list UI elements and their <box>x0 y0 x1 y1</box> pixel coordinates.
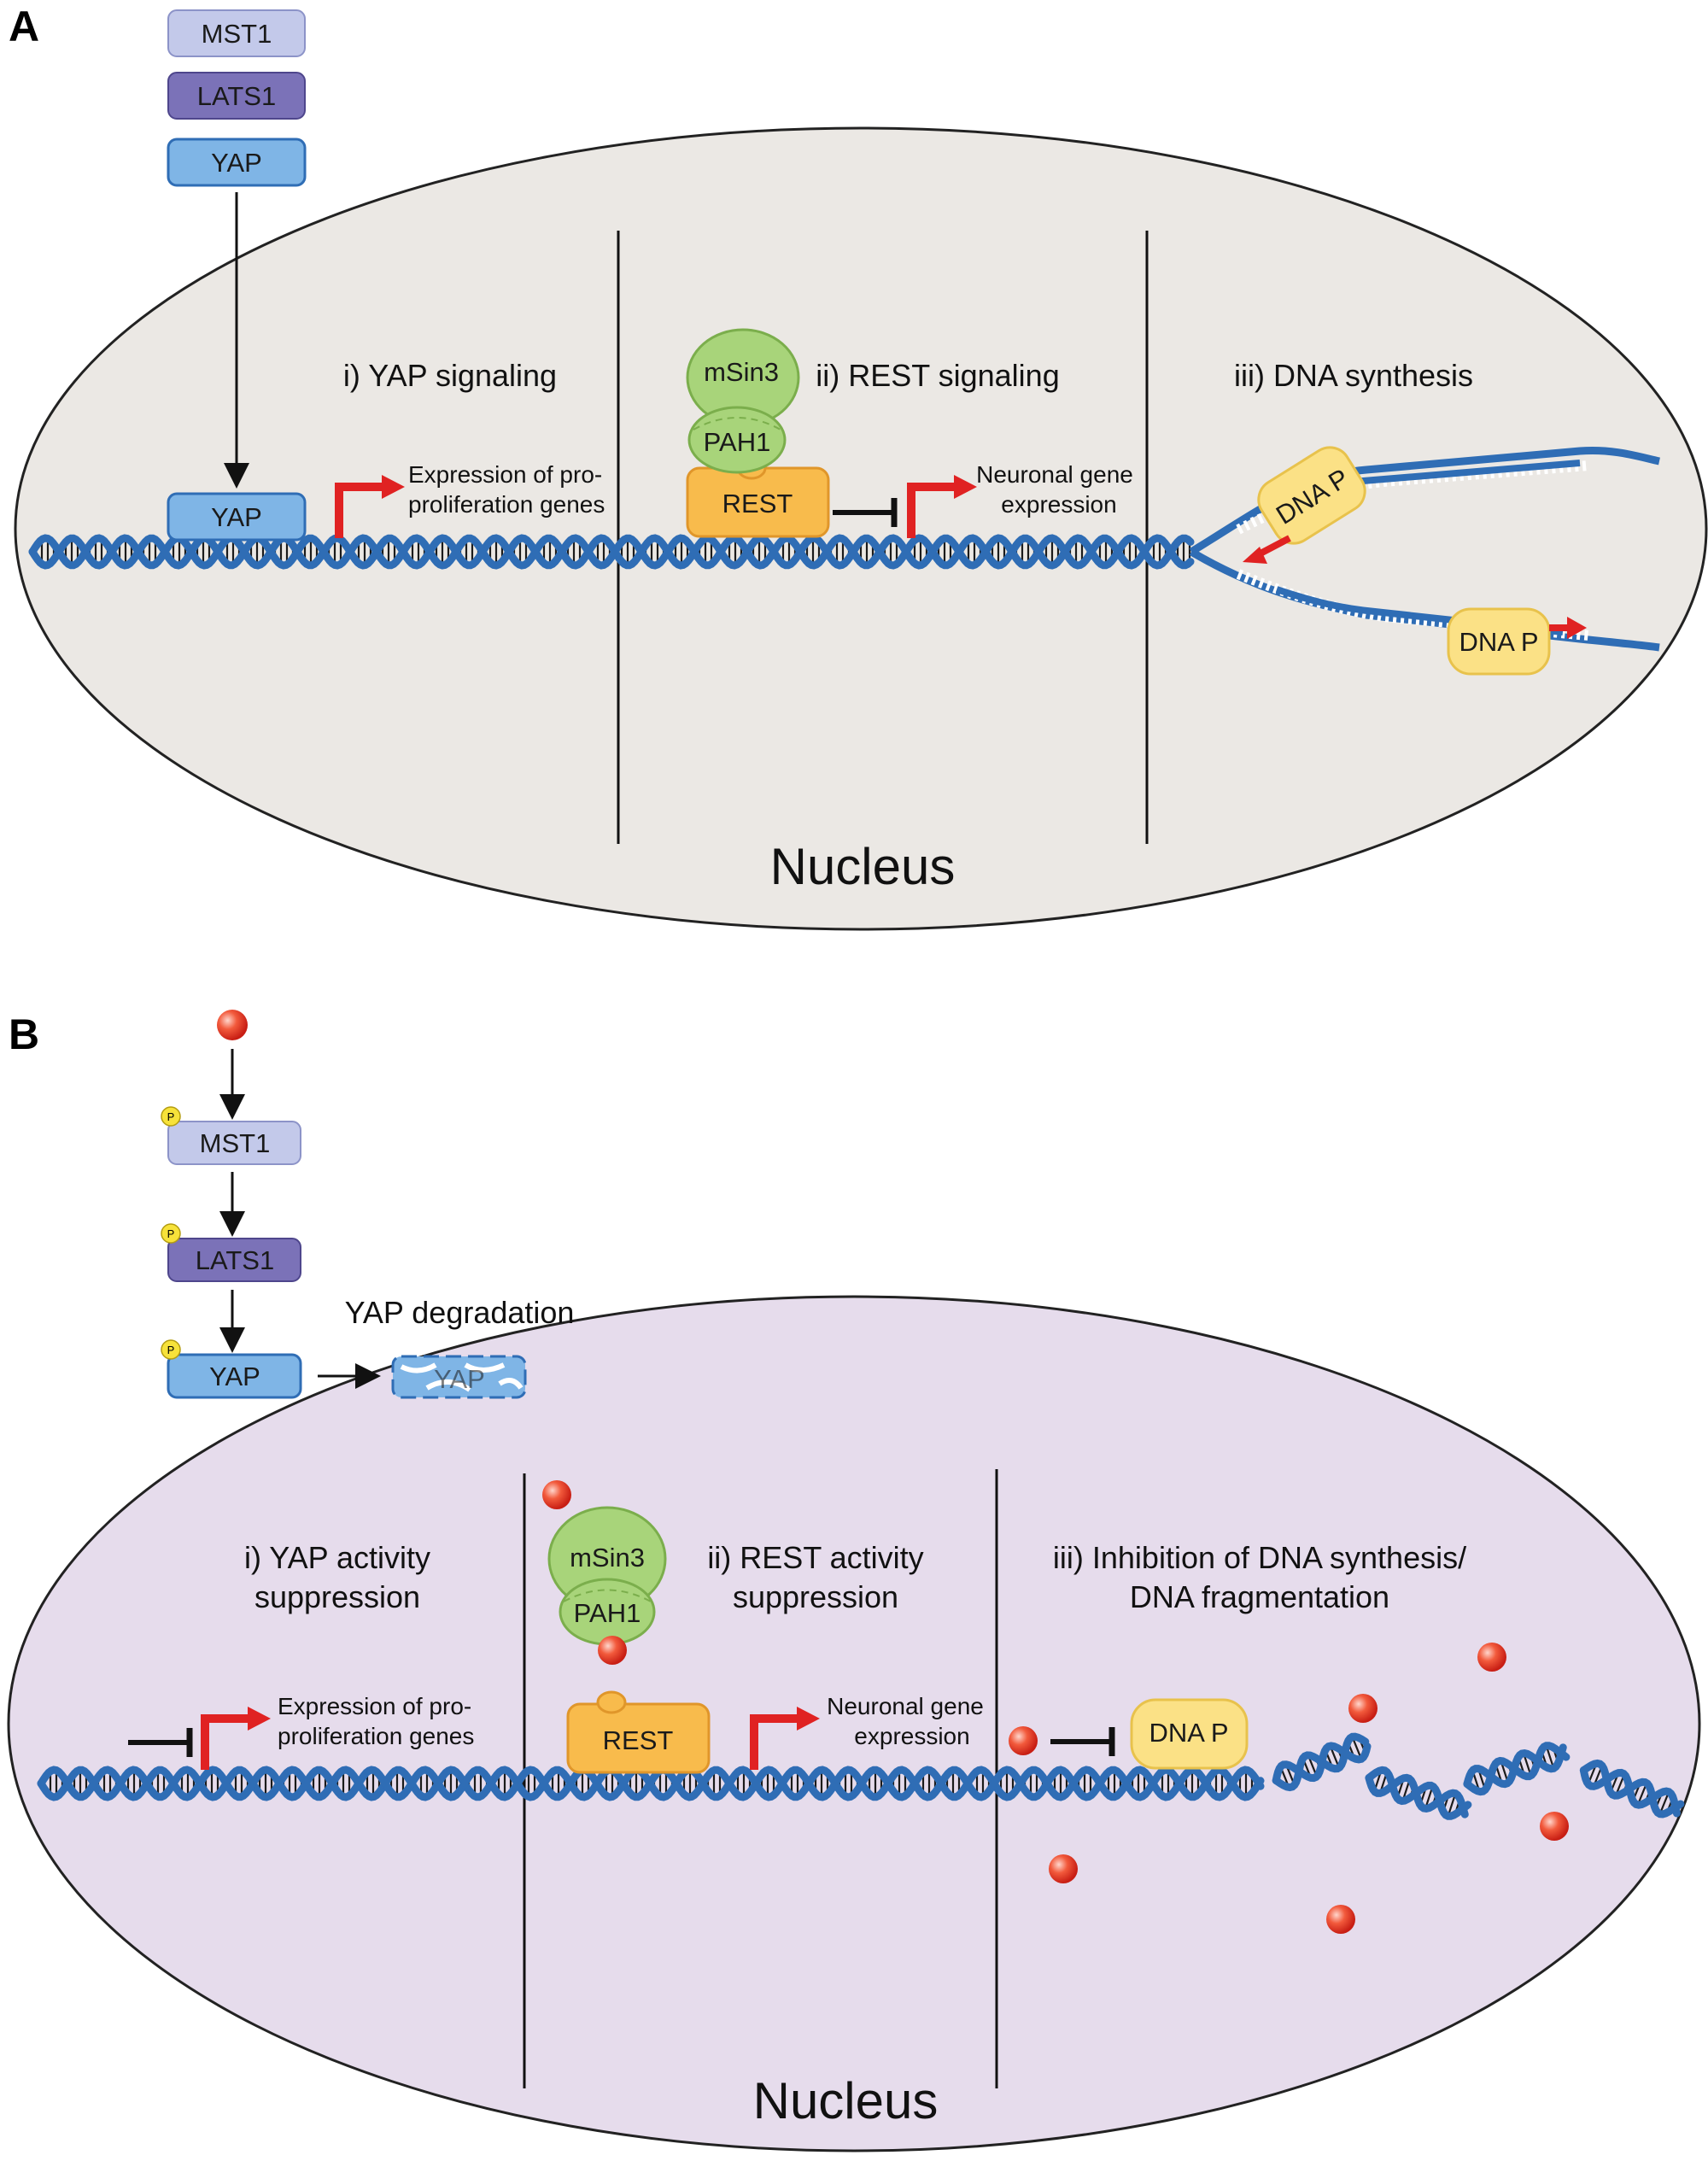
dna-backbone <box>37 1766 1265 1801</box>
expr-prolif-line2-a: proliferation genes <box>408 491 605 518</box>
nucleus-label-a: Nucleus <box>770 838 956 895</box>
ros-particle <box>598 1636 627 1665</box>
dna-backbone <box>1579 1759 1685 1819</box>
yap-label-top-a: YAP <box>211 148 262 178</box>
dna-backbone <box>28 534 1195 570</box>
mst1-box-a: MST1 <box>167 9 306 57</box>
base-pair <box>1546 1747 1554 1767</box>
expr-prolif-line1-b: Expression of pro- <box>278 1693 471 1719</box>
base-pair <box>1448 1795 1456 1815</box>
dna-polymerase-a-2: DNA P <box>1447 607 1551 676</box>
yap-label-b: YAP <box>209 1362 260 1391</box>
rest-complex-a: mSin3 PAH1 REST <box>686 328 830 538</box>
pah1-a <box>687 406 787 474</box>
degraded-yap-label: YAP <box>434 1364 485 1394</box>
panel-letter-b: B <box>9 1010 39 1058</box>
svg-text:P: P <box>167 1110 175 1123</box>
dna-helix-b <box>37 1766 1265 1801</box>
ros-particle <box>1049 1854 1078 1883</box>
neuronal-expr-line2-b: expression <box>854 1723 969 1749</box>
ros-particle <box>1348 1694 1378 1723</box>
base-pair <box>1330 1747 1340 1767</box>
msin3-label-a: mSin3 <box>704 357 779 387</box>
section-title-yap-signaling: i) YAP signaling <box>343 358 557 393</box>
mst1-box-b: MST1 <box>167 1121 301 1165</box>
dna-fragment <box>1272 1732 1372 1792</box>
dnap-label-b: DNA P <box>1149 1718 1228 1748</box>
panel-b: B MST1 P LATS1 P YAP P <box>7 1010 1701 2152</box>
msin3-label-b: mSin3 <box>570 1543 645 1573</box>
lats1-box-a: LATS1 <box>167 72 306 120</box>
lats1-label-b: LATS1 <box>196 1245 274 1275</box>
section-title-rest-suppression-2: suppression <box>733 1579 898 1614</box>
nucleus-label-b: Nucleus <box>753 2072 939 2129</box>
rest-label-a: REST <box>722 489 793 518</box>
phospho-badge-yap: P <box>161 1339 181 1360</box>
nucleus-a <box>14 126 1708 931</box>
panel-a: A MST1 LATS1 YAP i) YAP signaling ii) RE… <box>9 3 1708 931</box>
degraded-yap: YAP <box>391 1355 527 1399</box>
polymerase-direction-arrow-a-1 <box>1255 535 1291 559</box>
yap-box-dna-a: YAP <box>167 492 307 542</box>
section-title-yap-suppression-2: suppression <box>254 1579 420 1614</box>
rest-box-b: REST <box>566 1690 711 1774</box>
dna-fragment <box>1365 1766 1472 1820</box>
ros-particle <box>542 1480 571 1509</box>
ros-particle-top <box>217 1010 248 1040</box>
mst1-label-b: MST1 <box>200 1128 271 1158</box>
dna-backbone <box>1272 1742 1372 1785</box>
section-title-rest-signaling: ii) REST signaling <box>816 358 1059 393</box>
base-pair <box>1659 1793 1670 1813</box>
section-title-rest-suppression-1: ii) REST activity <box>707 1540 923 1575</box>
dna-fragments <box>1272 1732 1685 1820</box>
mst1-label-a: MST1 <box>202 19 272 49</box>
msin3-pah1-complex-b: mSin3 PAH1 <box>547 1506 667 1646</box>
base-pair <box>1615 1775 1625 1795</box>
pah1-label-a: PAH1 <box>704 427 771 457</box>
base-pair <box>1500 1762 1509 1782</box>
ros-particle <box>1477 1643 1506 1672</box>
neuronal-expr-line1-b: Neuronal gene <box>827 1693 984 1719</box>
dnap-label-a-2: DNA P <box>1459 627 1538 657</box>
base-pair <box>1352 1737 1362 1758</box>
section-title-yap-suppression-1: i) YAP activity <box>244 1540 430 1575</box>
rest-label-b: REST <box>603 1725 674 1755</box>
dna-fragment <box>1579 1759 1685 1819</box>
lats1-box-b: LATS1 <box>167 1238 301 1282</box>
ros-particle <box>1009 1726 1038 1755</box>
yap-degradation-label: YAP degradation <box>345 1295 575 1330</box>
dna-polymerase-a-1: DNA P <box>1257 446 1366 545</box>
neuronal-expr-line1-a: Neuronal gene <box>976 461 1133 488</box>
ros-particle <box>1540 1812 1569 1841</box>
dna-fragment <box>1463 1742 1571 1796</box>
dna-backbone <box>1365 1766 1472 1820</box>
yap-box-top-a: YAP <box>167 138 307 187</box>
base-pair <box>1424 1787 1433 1807</box>
base-pair <box>1402 1780 1411 1800</box>
lats1-label-a: LATS1 <box>197 81 276 111</box>
base-pair <box>1523 1754 1531 1775</box>
base-pair <box>1637 1783 1647 1804</box>
base-pair <box>1307 1756 1318 1776</box>
dna-backbone <box>1463 1743 1567 1789</box>
svg-text:P: P <box>167 1344 175 1356</box>
panel-letter-a: A <box>9 3 39 50</box>
yap-label-dna-a: YAP <box>211 502 262 532</box>
phospho-badge-mst1: P <box>161 1106 181 1127</box>
expr-prolif-line1-a: Expression of pro- <box>408 461 602 488</box>
nucleus-b <box>7 1295 1701 2152</box>
svg-text:P: P <box>167 1227 175 1240</box>
expr-prolif-line2-b: proliferation genes <box>278 1723 474 1749</box>
phospho-badge-lats1: P <box>161 1223 181 1244</box>
section-title-dna-inhibition-1: iii) Inhibition of DNA synthesis/ <box>1053 1540 1466 1575</box>
section-title-dna-synthesis: iii) DNA synthesis <box>1234 358 1473 393</box>
yap-box-b: YAP <box>167 1353 302 1399</box>
neuronal-expr-line2-a: expression <box>1001 491 1116 518</box>
pah1-label-b: PAH1 <box>574 1598 641 1628</box>
dna-polymerase-b: DNA P <box>1130 1698 1249 1770</box>
section-title-dna-inhibition-2: DNA fragmentation <box>1130 1579 1389 1614</box>
ros-particle <box>1326 1905 1355 1934</box>
